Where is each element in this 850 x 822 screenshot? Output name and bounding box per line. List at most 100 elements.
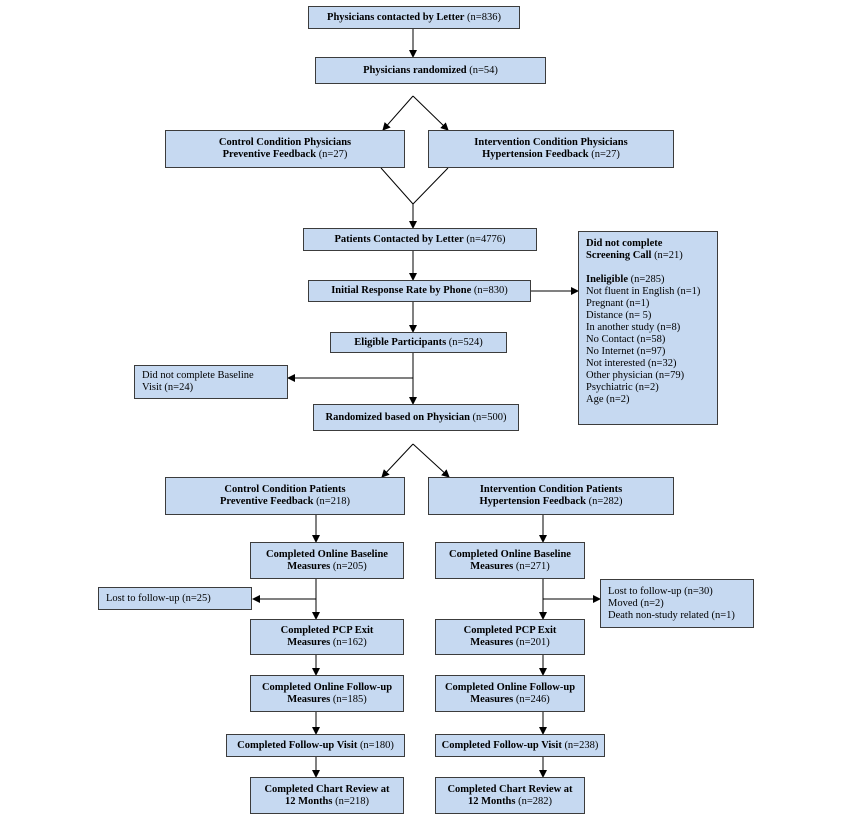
intervention-baseline-count: (n=271) xyxy=(513,560,550,572)
eligible-participants-box: Eligible Participants (n=524) xyxy=(330,332,507,353)
screening-call-title1: Did not complete xyxy=(586,238,663,249)
intervention-chart-review-months: 12 Months xyxy=(467,795,516,807)
split-line-right-patients xyxy=(412,443,450,478)
physicians-contacted-box: Physicians contacted by Letter (n=836) xyxy=(308,6,520,29)
initial-response-label: Initial Response Rate by Phone xyxy=(331,285,472,296)
intervention-pcp-count: (n=201) xyxy=(513,637,550,648)
physicians-randomized-label: Physicians randomized xyxy=(363,64,467,76)
intervention-death-line: Death non-study related (n=1) xyxy=(608,609,735,621)
control-followup-online-count: (n=185) xyxy=(330,693,367,705)
control-followup-online-measures: Measures xyxy=(287,693,331,705)
control-followup-visit-box: Completed Follow-up Visit (n=180) xyxy=(226,734,405,757)
control-physicians-title: Control Condition Physicians xyxy=(218,137,352,148)
exclusion-reason: In another study (n=8) xyxy=(586,322,681,333)
control-pcp-box: Completed PCP Exit Measures (n=162) xyxy=(250,619,404,655)
control-physicians-count: (n=27) xyxy=(316,149,348,160)
control-patients-feedback: Preventive Feedback xyxy=(220,496,314,507)
split-line-right-physicians xyxy=(412,95,449,131)
control-pcp-measures: Measures xyxy=(287,637,331,648)
patients-contacted-count: (n=4776) xyxy=(463,233,506,245)
control-baseline-title: Completed Online Baseline xyxy=(266,548,388,560)
intervention-patients-title: Intervention Condition Patients xyxy=(479,484,623,495)
control-patients-box: Control Condition Patients Preventive Fe… xyxy=(165,477,405,515)
intervention-followup-visit-count: (n=238) xyxy=(561,739,599,751)
intervention-baseline-box: Completed Online Baseline Measures (n=27… xyxy=(435,542,585,579)
intervention-chart-review-title: Completed Chart Review at xyxy=(447,783,573,795)
patients-contacted-box: Patients Contacted by Letter (n=4776) xyxy=(303,228,537,251)
control-chart-review-months: 12 Months xyxy=(284,795,333,807)
control-followup-visit-count: (n=180) xyxy=(357,739,394,751)
intervention-followup-visit-box: Completed Follow-up Visit (n=238) xyxy=(435,734,605,757)
intervention-baseline-title: Completed Online Baseline xyxy=(449,548,571,560)
intervention-pcp-title: Completed PCP Exit xyxy=(463,625,557,636)
no-baseline-visit-line1: Did not complete Baseline xyxy=(142,370,254,381)
intervention-chart-review-box: Completed Chart Review at 12 Months (n=2… xyxy=(435,777,585,814)
randomized-physician-label: Randomized based on Physician xyxy=(325,411,470,423)
eligible-participants-label: Eligible Participants xyxy=(354,336,447,348)
control-baseline-box: Completed Online Baseline Measures (n=20… xyxy=(250,542,404,579)
intervention-baseline-measures: Measures xyxy=(470,560,514,572)
intervention-followup-online-count: (n=246) xyxy=(513,693,550,705)
intervention-followup-visit-label: Completed Follow-up Visit xyxy=(441,739,562,751)
patients-contacted-label: Patients Contacted by Letter xyxy=(334,233,464,245)
intervention-physicians-box: Intervention Condition Physicians Hypert… xyxy=(428,130,674,168)
eligible-participants-count: (n=524) xyxy=(446,336,483,348)
exclusion-reason: Pregnant (n=1) xyxy=(586,298,650,309)
intervention-pcp-box: Completed PCP Exit Measures (n=201) xyxy=(435,619,585,655)
control-patients-count: (n=218) xyxy=(313,496,350,507)
intervention-patients-count: (n=282) xyxy=(585,496,623,507)
initial-response-count: (n=830) xyxy=(471,285,508,296)
intervention-followup-online-measures: Measures xyxy=(470,693,514,705)
physicians-randomized-box: Physicians randomized (n=54) xyxy=(315,57,546,84)
control-pcp-count: (n=162) xyxy=(330,637,367,648)
screening-call-count: (n=21) xyxy=(651,250,683,261)
exclusion-reason: Not interested (n=32) xyxy=(586,358,677,369)
control-physicians-feedback: Preventive Feedback xyxy=(222,149,317,160)
intervention-followup-online-title: Completed Online Follow-up xyxy=(444,681,576,693)
control-baseline-measures: Measures xyxy=(287,560,331,572)
intervention-lost-line: Lost to follow-up (n=30) xyxy=(608,585,713,597)
intervention-chart-review-count: (n=282) xyxy=(515,795,553,807)
physicians-contacted-count: (n=836) xyxy=(464,11,501,23)
split-line-left-patients xyxy=(381,443,414,478)
control-baseline-count: (n=205) xyxy=(330,560,367,572)
control-followup-visit-label: Completed Follow-up Visit xyxy=(237,739,358,751)
split-line-left-physicians xyxy=(382,95,414,131)
exclusion-reason: No Contact (n=58) xyxy=(586,334,666,345)
control-chart-review-box: Completed Chart Review at 12 Months (n=2… xyxy=(250,777,404,814)
no-baseline-visit-box: Did not complete Baseline Visit (n=24) xyxy=(134,365,288,399)
control-followup-online-title: Completed Online Follow-up xyxy=(261,681,393,693)
intervention-moved-line: Moved (n=2) xyxy=(608,597,664,609)
physicians-randomized-count: (n=54) xyxy=(466,64,498,76)
control-chart-review-count: (n=218) xyxy=(332,795,370,807)
intervention-patients-box: Intervention Condition Patients Hyperten… xyxy=(428,477,674,515)
merge-line-left xyxy=(380,167,414,205)
exclusion-reason: Distance (n= 5) xyxy=(586,310,652,321)
control-lost-text: Lost to follow-up (n=25) xyxy=(106,592,211,604)
control-followup-online-box: Completed Online Follow-up Measures (n=1… xyxy=(250,675,404,712)
control-chart-review-title: Completed Chart Review at xyxy=(264,783,390,795)
control-pcp-title: Completed PCP Exit xyxy=(280,625,374,636)
control-physicians-box: Control Condition Physicians Preventive … xyxy=(165,130,405,168)
exclusion-reason: Psychiatric (n=2) xyxy=(586,382,659,393)
exclusion-reason: Not fluent in English (n=1) xyxy=(586,286,701,297)
control-patients-title: Control Condition Patients xyxy=(224,484,346,495)
exclusion-reason: Other physician (n=79) xyxy=(586,370,685,381)
merge-line-right xyxy=(412,167,449,205)
intervention-physicians-feedback: Hypertension Feedback xyxy=(482,149,589,160)
intervention-physicians-title: Intervention Condition Physicians xyxy=(474,137,628,148)
intervention-followup-online-box: Completed Online Follow-up Measures (n=2… xyxy=(435,675,585,712)
control-lost-box: Lost to follow-up (n=25) xyxy=(98,587,252,610)
exclusion-reason: Age (n=2) xyxy=(586,394,630,405)
screening-call-title2: Screening Call xyxy=(586,250,652,261)
randomized-physician-count: (n=500) xyxy=(469,411,507,423)
randomized-physician-box: Randomized based on Physician (n=500) xyxy=(313,404,519,431)
ineligible-label: Ineligible xyxy=(586,274,629,285)
exclusions-box: Did not complete Screening Call (n=21) I… xyxy=(578,231,718,425)
physicians-contacted-label: Physicians contacted by Letter xyxy=(327,11,465,23)
initial-response-box: Initial Response Rate by Phone (n=830) xyxy=(308,280,531,302)
intervention-pcp-measures: Measures xyxy=(470,637,514,648)
intervention-lost-box: Lost to follow-up (n=30) Moved (n=2) Dea… xyxy=(600,579,754,628)
intervention-patients-feedback: Hypertension Feedback xyxy=(479,496,586,507)
